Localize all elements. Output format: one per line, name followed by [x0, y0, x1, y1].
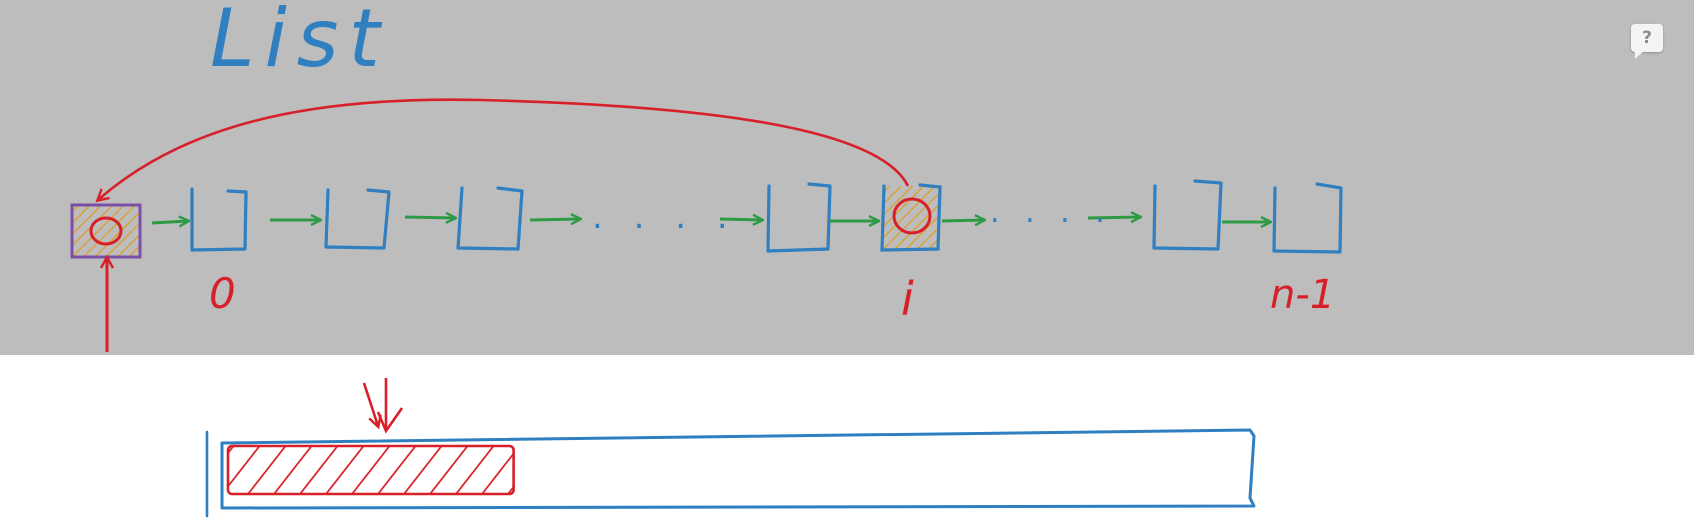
header-node	[70, 203, 142, 259]
list-node	[324, 188, 391, 250]
next-pointer-arrows	[151, 217, 1270, 223]
list-node	[456, 186, 524, 251]
ellipsis-right: . . . .	[990, 195, 1113, 230]
next-arrow	[719, 219, 762, 220]
slide-title: List	[210, 0, 390, 85]
array-bar	[205, 428, 1256, 518]
node-i-highlighted	[880, 183, 942, 252]
next-arrow	[941, 220, 984, 221]
next-arrow	[529, 219, 580, 220]
top-panel-background	[0, 0, 1694, 355]
ellipsis-left: . . . .	[592, 197, 738, 237]
index-label-i: i	[901, 272, 914, 326]
index-label-0: 0	[209, 269, 236, 318]
help-button[interactable]: ?	[1631, 24, 1663, 59]
list-node	[1272, 182, 1343, 254]
list-node	[1152, 179, 1223, 251]
next-arrow	[1087, 217, 1140, 218]
index-label-n-minus-1: n-1	[1270, 272, 1335, 318]
next-arrow	[404, 217, 455, 218]
back-pointer-arrow	[95, 98, 910, 203]
help-bubble-icon: ?	[1642, 28, 1652, 48]
list-node	[190, 187, 248, 252]
array-filled-portion	[228, 446, 514, 494]
list-nodes	[190, 179, 1343, 254]
insert-point-arrows	[362, 378, 404, 434]
list-node	[766, 182, 832, 253]
next-arrow	[151, 221, 188, 223]
